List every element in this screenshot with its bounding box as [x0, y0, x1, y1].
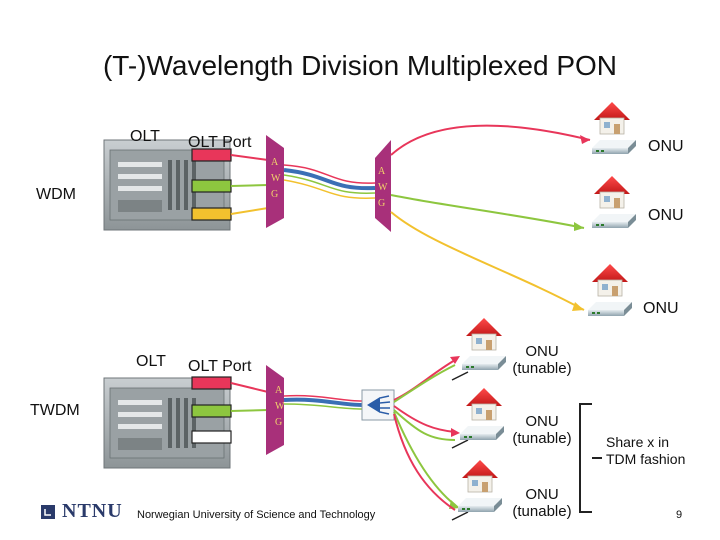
page-number: 9 — [676, 509, 683, 521]
twdm-port-green — [191, 404, 232, 418]
twdm-olt-chassis — [103, 377, 231, 469]
twdm-awg-letter-g: G — [275, 417, 282, 428]
wdm-awg-right — [375, 140, 391, 232]
twdm-section — [103, 317, 602, 521]
twdm-onu-label-2: ONU (tunable) — [512, 413, 572, 447]
wdm-awg-left-letter-a: A — [271, 157, 279, 168]
wdm-awg-right-letter-w: W — [378, 182, 388, 193]
university-name: Norwegian University of Science and Tech… — [137, 509, 376, 521]
tdm-bracket — [579, 403, 592, 513]
twdm-house-3 — [461, 459, 499, 493]
twdm-label: TWDM — [30, 402, 80, 419]
wdm-port-label: OLT Port — [188, 134, 252, 151]
twdm-onu-device-3 — [458, 498, 502, 512]
wdm-port-yellow — [191, 207, 232, 221]
slide-title: (T-)Wavelength Division Multiplexed PON — [102, 50, 618, 81]
wdm-onu-label-1: ONU — [648, 138, 684, 155]
wdm-onu-device-1 — [592, 140, 636, 154]
twdm-awg-letter-a: A — [275, 385, 283, 396]
wdm-house-3 — [591, 263, 629, 297]
twdm-onu-device-2 — [460, 426, 504, 440]
twdm-house-1 — [465, 317, 503, 351]
wdm-awg-left-letter-w: W — [271, 173, 281, 184]
wdm-onu-label-2: ONU — [648, 207, 684, 224]
ntnu-logo-icon — [41, 505, 55, 519]
wdm-fiber-red — [390, 124, 591, 156]
wdm-section — [103, 101, 636, 316]
twdm-port-empty — [191, 430, 232, 444]
wdm-olt-label: OLT — [130, 128, 160, 145]
twdm-onu-label-3: ONU (tunable) — [512, 486, 572, 520]
wdm-onu-device-2 — [592, 214, 636, 228]
wdm-label: WDM — [36, 186, 76, 203]
twdm-port-label: OLT Port — [188, 358, 252, 375]
wdm-onu-label-3: ONU — [643, 300, 679, 317]
wdm-house-1 — [593, 101, 631, 135]
tdm-share-note: Share x in TDM fashion — [606, 434, 686, 467]
twdm-awg-letter-w: W — [275, 401, 285, 412]
twdm-awg — [266, 365, 284, 455]
wdm-awg-left — [266, 135, 284, 228]
wdm-fiber-green — [390, 194, 585, 229]
twdm-port-red — [191, 376, 232, 390]
wdm-awg-right-letter-a: A — [378, 166, 386, 177]
wdm-fiber-yellow — [390, 211, 585, 311]
twdm-house-2 — [465, 387, 503, 421]
wdm-onu-device-3 — [588, 302, 632, 316]
twdm-onu-device-1 — [462, 356, 506, 370]
twdm-onu-label-1: ONU (tunable) — [512, 343, 572, 377]
wdm-port-green — [191, 179, 232, 193]
wdm-awg-right-letter-g: G — [378, 198, 385, 209]
wdm-awg-left-letter-g: G — [271, 189, 278, 200]
twdm-olt-label: OLT — [136, 353, 166, 370]
ntnu-logo-text: NTNU — [62, 500, 123, 522]
wdm-house-2 — [593, 175, 631, 209]
